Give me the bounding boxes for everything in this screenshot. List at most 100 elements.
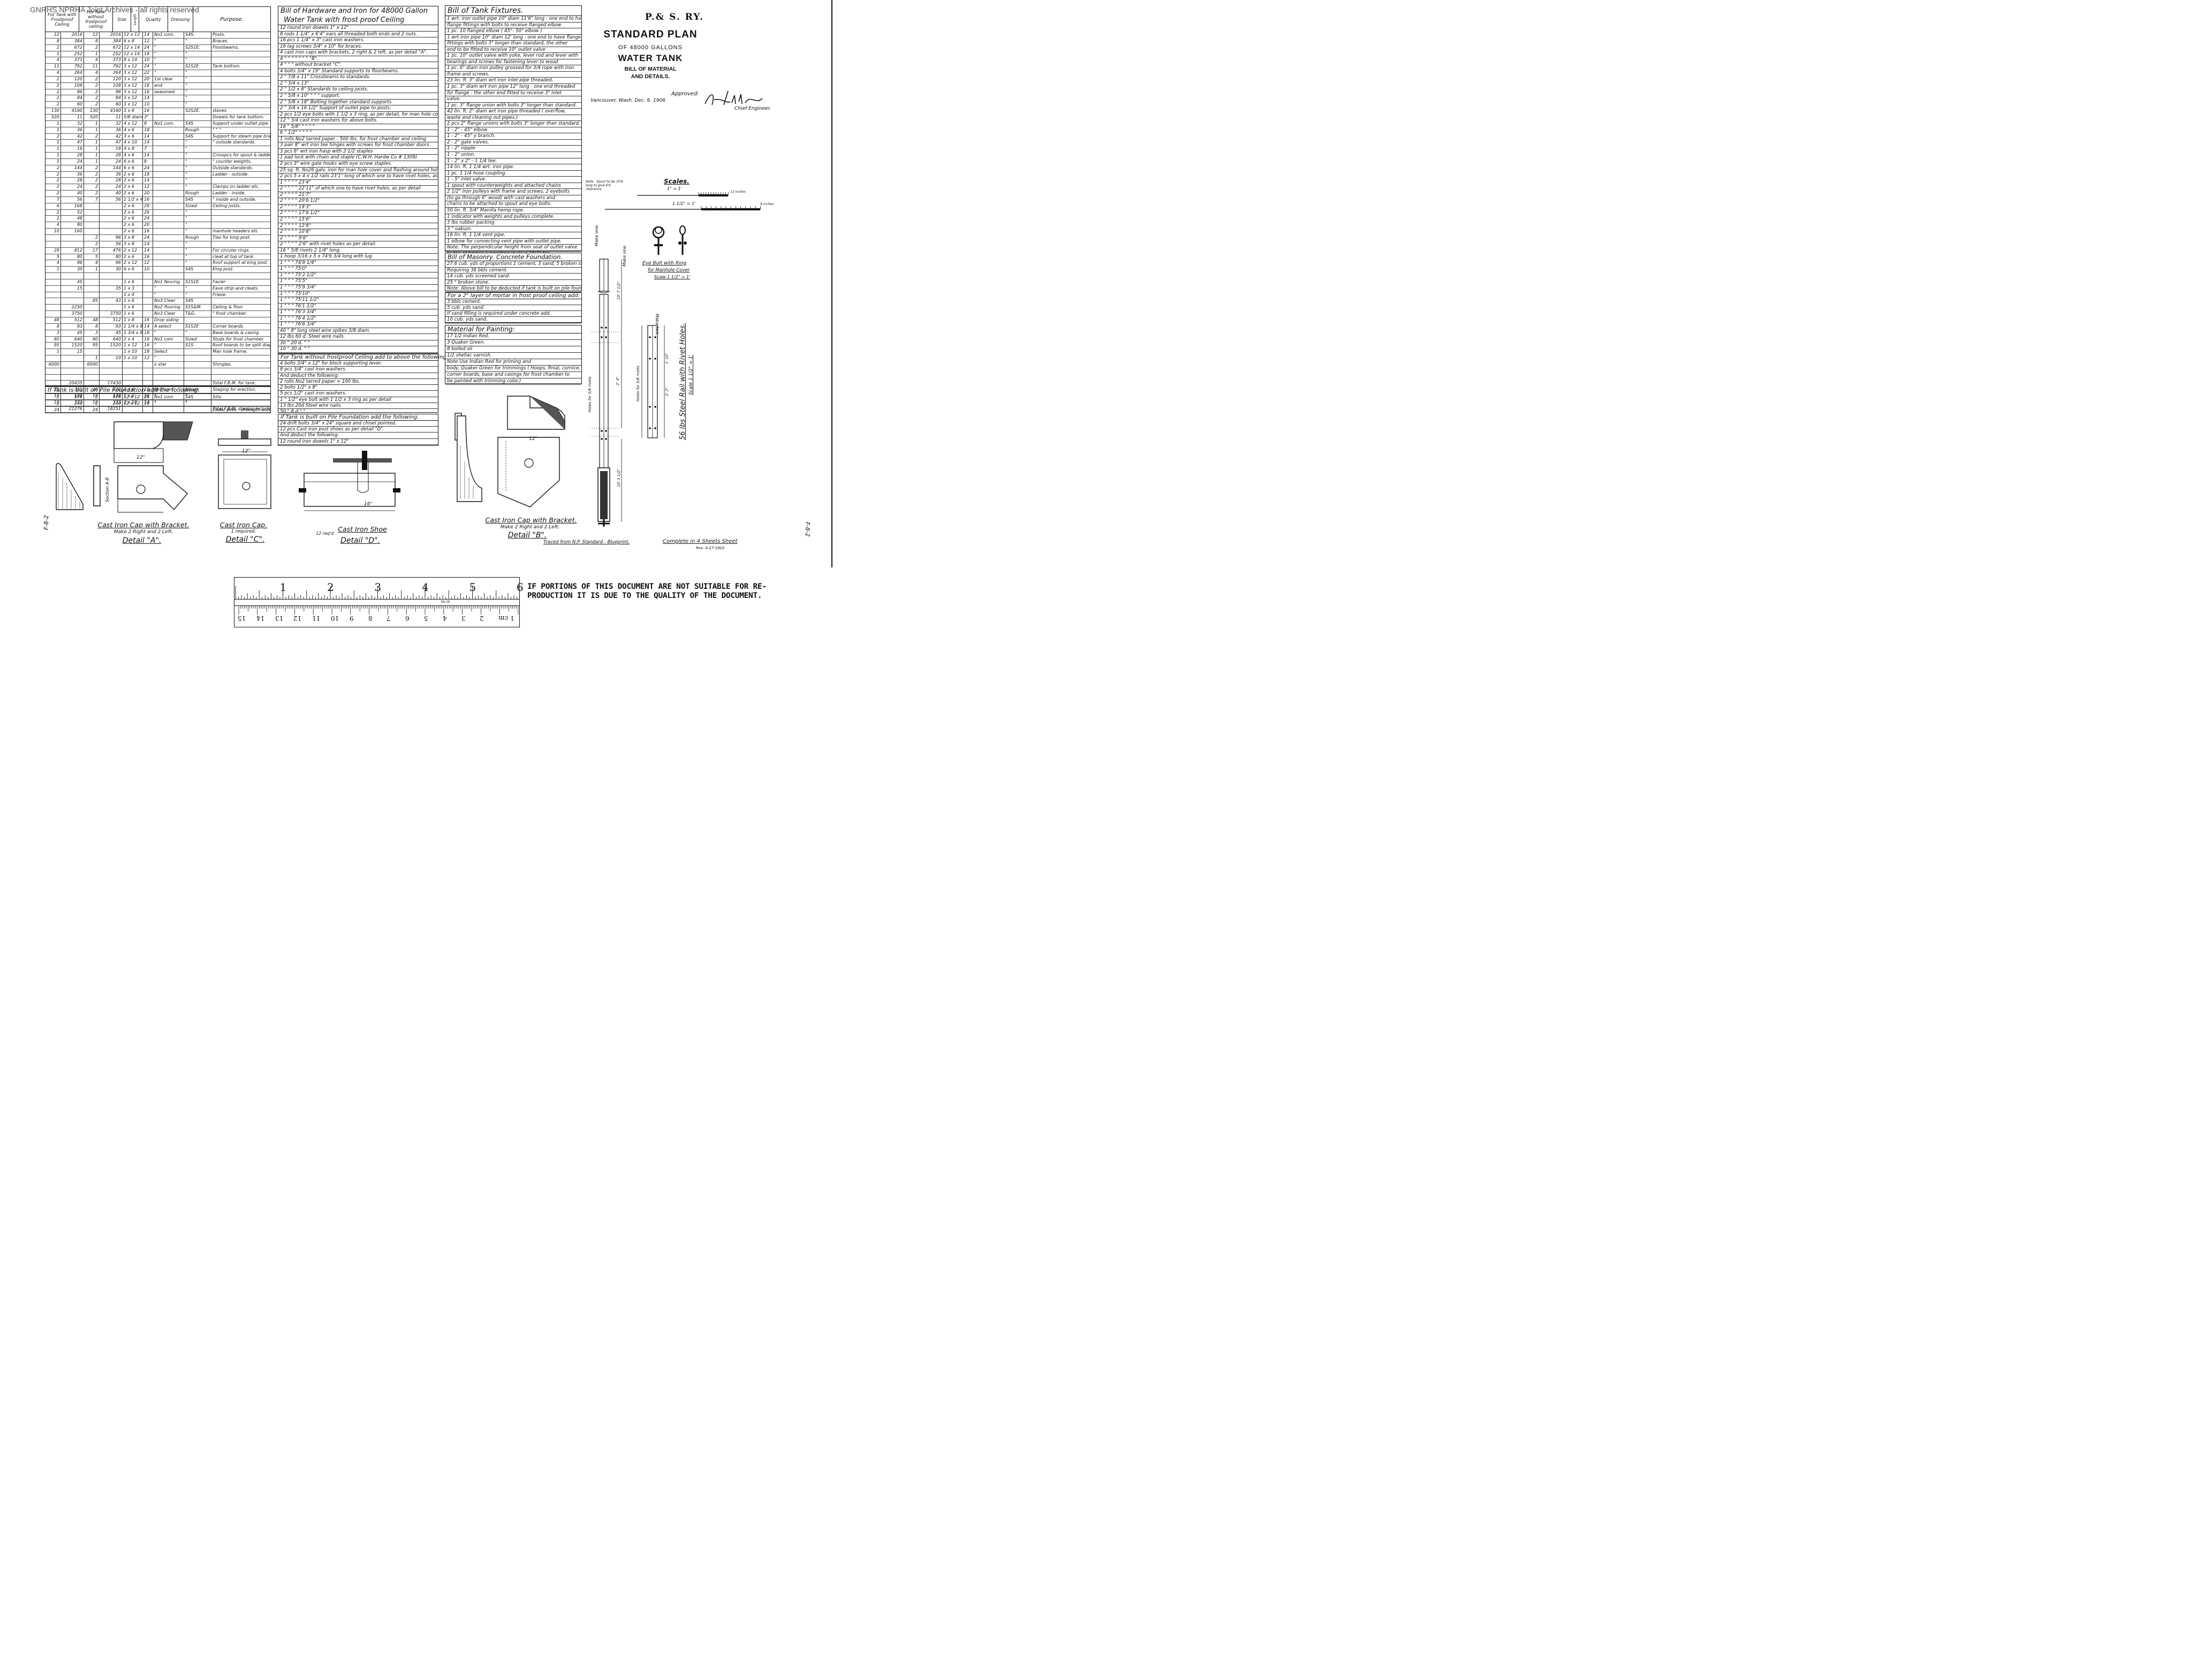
table-cell: 80: [61, 222, 84, 229]
table-cell: 1 x 4: [123, 292, 143, 298]
list-item: 8 boiled oil: [445, 346, 581, 353]
list-item: 27.6 cub. yds of proportions 1 cement, 3…: [445, 261, 581, 268]
list-item: 40 " 8" long steel wire spikes 3/8 diam.: [278, 328, 438, 335]
table-cell: 29: [46, 247, 61, 254]
list-item: 2 " " " " 20'6 1/2": [278, 198, 438, 204]
table-cell: [211, 273, 270, 279]
table-cell: [211, 375, 270, 381]
table-cell: [153, 247, 184, 254]
detail-c-dim: 12": [242, 449, 251, 454]
list-item: 2 " " " " 10'8": [278, 229, 438, 236]
detail-d-drawing: [299, 451, 400, 511]
table-cell: [123, 381, 143, 387]
table-cell: 14: [143, 153, 153, 158]
table-cell: 12 x 14: [123, 44, 143, 51]
table-cell: [100, 216, 123, 222]
table-cell: 95: [46, 343, 61, 349]
detail-d-dim: 16": [364, 502, 373, 507]
rail-make-one-1: Make one.: [594, 224, 599, 246]
table-cell: Total F.B.M. staging included.: [213, 406, 270, 411]
table-cell: 10: [143, 102, 153, 108]
table-cell: Ceiling joists.: [213, 203, 241, 208]
table-cell: 14: [143, 323, 153, 330]
table-cell: 2 x 6: [123, 203, 143, 209]
table-cell: [100, 374, 123, 381]
table-cell: King post.: [213, 267, 234, 272]
list-item: 17 1/2 Indian Red.: [445, 333, 581, 340]
table-cell: Base boards & casing: [213, 330, 259, 335]
list-item: 16 lag screws 3/4" x 10" for braces.: [278, 44, 438, 50]
table-cell: No3 Clear: [153, 311, 184, 317]
table-cell: 384: [61, 38, 84, 44]
table-cell: 12: [46, 32, 61, 38]
detail-b-sub: Make 2 Right and 2 Left.: [500, 525, 560, 530]
list-item: waste and cleaning out pipes.): [445, 115, 581, 122]
table-cell: [211, 368, 270, 374]
table-cell: 2 x 12: [123, 260, 143, 267]
table-cell: 24: [100, 184, 123, 191]
table-cell: [143, 311, 153, 317]
ruler-number: 3: [374, 581, 382, 594]
eye-bolt-label: Eye Bolt with Ring: [642, 261, 687, 266]
table-cell: ": [184, 70, 211, 76]
table-cell: [184, 361, 211, 368]
list-item: 1 elbow for connecting vent pipe with ou…: [445, 239, 581, 245]
table-cell: 1: [46, 158, 61, 165]
table-cell: 144: [100, 165, 123, 171]
table-cell: 28: [61, 153, 84, 158]
ruler-number: 13: [275, 615, 283, 622]
table-cell: 476: [100, 247, 123, 254]
list-item: 13 lbs 20d Steel wire nails.: [278, 403, 438, 410]
table-cell: [184, 317, 211, 323]
table-cell: [61, 292, 84, 298]
table-cell: [153, 184, 184, 191]
list-item: And deduct the following:: [278, 433, 438, 439]
table-cell: 12 x 12: [123, 32, 143, 38]
fixtures-lines: 1 wrt. iron outlet pipe 10" diam 11'6" l…: [445, 16, 581, 270]
sheet-right-border: [831, 0, 832, 567]
list-item: body, Quaker Green for trimmings ( Hoops…: [445, 366, 581, 372]
table-cell: 35: [100, 285, 123, 292]
head-with-ceiling: For Tank with Frostproof Ceiling: [46, 7, 79, 32]
list-item: 2 " 1/2 x 8" Standards to ceiling joists…: [278, 87, 438, 94]
scale-1: 1" = 1': [667, 186, 682, 191]
place-date: Vancouver, Wash. Dec. 6. 1906: [590, 98, 665, 103]
table-cell: [211, 317, 270, 323]
ruler-number: 6: [405, 615, 410, 622]
table-cell: 8 x 14: [123, 57, 143, 64]
table-cell: 2: [46, 216, 61, 222]
table-cell: [153, 216, 184, 222]
paint-title: Material for Painting:: [445, 325, 581, 333]
list-item: 1 - 2" union.: [445, 152, 581, 158]
list-item: 1 " " " 75'11 1/2": [278, 297, 438, 304]
table-cell: ": [184, 229, 211, 234]
detail-b-label: Detail "B".: [507, 531, 547, 540]
table-cell: 12: [84, 32, 100, 38]
table-cell: [211, 216, 270, 222]
table-cell: [46, 285, 61, 292]
table-cell: 11: [46, 64, 61, 70]
table-cell: 3 x 8: [123, 241, 143, 247]
table-cell: 2: [84, 241, 100, 247]
list-item: 24 drift bolts 3/4" x 24" square and chi…: [278, 421, 438, 427]
table-cell: 7: [46, 196, 61, 203]
table-cell: 10: [143, 267, 153, 273]
list-item: 5 pcs 1/2" cast iron washers.: [278, 391, 438, 397]
table-cell: 672: [100, 44, 123, 51]
table-cell: 93: [61, 323, 84, 330]
table-cell: S4S: [184, 133, 211, 140]
table-cell: 20435: [61, 381, 84, 387]
table-cell: 36: [61, 171, 84, 178]
table-cell: 24: [84, 407, 100, 413]
list-item: 1 - 5" inlet valve.: [445, 177, 581, 183]
table-cell: 2: [84, 95, 100, 102]
